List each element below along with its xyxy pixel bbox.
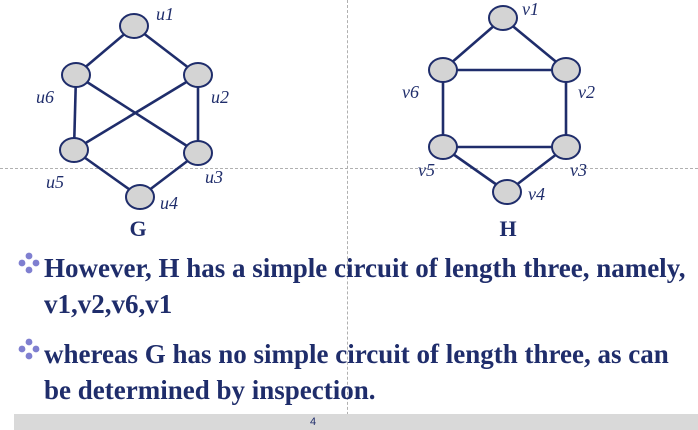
node-label-v3: v3 bbox=[570, 160, 587, 180]
node-v2 bbox=[551, 57, 581, 83]
node-label-u1: u1 bbox=[156, 4, 174, 24]
vertical-guide-line bbox=[347, 0, 348, 430]
node-v1 bbox=[488, 5, 518, 31]
node-label-u5: u5 bbox=[46, 172, 64, 192]
page-number: 4 bbox=[310, 416, 317, 428]
graph-g: u1 u2 u3 u4 u5 u6G bbox=[36, 4, 229, 241]
graph-name-label: H bbox=[499, 216, 516, 241]
node-v4 bbox=[492, 179, 522, 205]
node-u5 bbox=[59, 137, 89, 163]
node-u1 bbox=[119, 13, 149, 39]
graph-h: v1 v2 v3 v4 v5 v6H bbox=[402, 0, 595, 241]
bullet-text: However, H has a simple circuit of lengt… bbox=[44, 253, 686, 319]
bullet-text: whereas G has no simple circuit of lengt… bbox=[44, 339, 669, 405]
node-label-v6: v6 bbox=[402, 82, 419, 102]
node-label-u4: u4 bbox=[160, 193, 178, 213]
node-label-u6: u6 bbox=[36, 87, 54, 107]
node-u2 bbox=[183, 62, 213, 88]
diamond-bullet-icon bbox=[18, 338, 40, 360]
node-label-v4: v4 bbox=[528, 184, 545, 204]
node-label-v5: v5 bbox=[418, 160, 435, 180]
node-u3 bbox=[183, 140, 213, 166]
bullet-list: However, H has a simple circuit of lengt… bbox=[18, 250, 688, 422]
node-label-v1: v1 bbox=[522, 0, 539, 19]
footer-bar bbox=[14, 414, 698, 430]
node-u6 bbox=[61, 62, 91, 88]
node-label-u2: u2 bbox=[211, 87, 229, 107]
node-u4 bbox=[125, 184, 155, 210]
edge-u6-u3 bbox=[75, 73, 199, 155]
graph-name-label: G bbox=[129, 216, 146, 241]
node-label-v2: v2 bbox=[578, 82, 595, 102]
node-v5 bbox=[428, 134, 458, 160]
node-v3 bbox=[551, 134, 581, 160]
node-label-u3: u3 bbox=[205, 167, 223, 187]
horizontal-guide-line bbox=[0, 168, 698, 169]
node-v6 bbox=[428, 57, 458, 83]
bullet-item: whereas G has no simple circuit of lengt… bbox=[18, 336, 688, 408]
bullet-item: However, H has a simple circuit of lengt… bbox=[18, 250, 688, 322]
diamond-bullet-icon bbox=[18, 252, 40, 274]
